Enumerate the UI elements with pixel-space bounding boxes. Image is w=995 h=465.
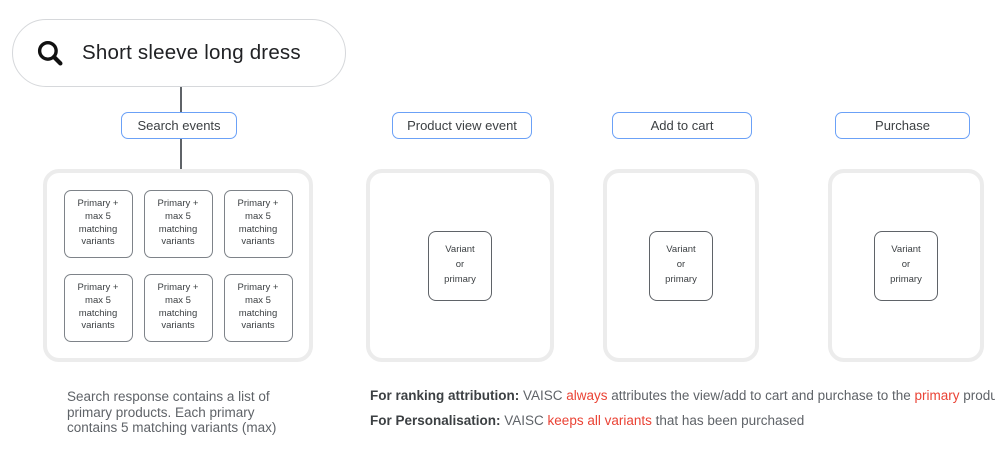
variant-or-primary-box-cart: Variant or primary bbox=[649, 230, 713, 301]
ranking-note-highlight-1: always bbox=[566, 388, 608, 403]
search-response-caption: Search response contains a list of prima… bbox=[67, 389, 277, 435]
personalisation-note: For Personalisation: VAISC keeps all var… bbox=[370, 413, 995, 429]
product-view-container: Variant or primary bbox=[366, 169, 554, 362]
primary-variants-box-1: Primary + max 5 matching variants bbox=[63, 189, 133, 258]
ranking-attribution-note: For ranking attribution: VAISC always at… bbox=[370, 388, 995, 404]
primary-variants-box-5: Primary + max 5 matching variants bbox=[143, 273, 213, 342]
primary-variants-box-2: Primary + max 5 matching variants bbox=[143, 189, 213, 258]
primary-variants-box-3: Primary + max 5 matching variants bbox=[223, 189, 293, 258]
add-to-cart-container: Variant or primary bbox=[603, 169, 759, 362]
product-view-event-button[interactable]: Product view event bbox=[392, 112, 532, 139]
ranking-note-text-2: attributes the view/add to cart and purc… bbox=[607, 388, 915, 403]
personalisation-note-text-2: that has been purchased bbox=[651, 413, 805, 428]
personalisation-note-highlight: keeps all variants bbox=[547, 413, 652, 428]
ranking-note-label: For ranking attribution: bbox=[370, 388, 520, 403]
variant-or-primary-box-view: Variant or primary bbox=[428, 230, 492, 301]
purchase-button[interactable]: Purchase bbox=[835, 112, 970, 139]
variant-or-primary-box-purchase: Variant or primary bbox=[874, 230, 938, 301]
purchase-container: Variant or primary bbox=[828, 169, 984, 362]
search-events-button[interactable]: Search events bbox=[121, 112, 237, 139]
ranking-note-text-1: VAISC bbox=[519, 388, 567, 403]
personalisation-note-text-1: VAISC bbox=[500, 413, 548, 428]
attribution-notes: For ranking attribution: VAISC always at… bbox=[370, 388, 995, 438]
search-query-text: Short sleeve long dress bbox=[82, 41, 301, 64]
personalisation-note-label: For Personalisation: bbox=[370, 413, 501, 428]
primary-variants-box-6: Primary + max 5 matching variants bbox=[223, 273, 293, 342]
add-to-cart-button[interactable]: Add to cart bbox=[612, 112, 752, 139]
ranking-note-highlight-2: primary bbox=[914, 388, 960, 403]
search-icon bbox=[37, 40, 63, 66]
primary-variants-box-4: Primary + max 5 matching variants bbox=[63, 273, 133, 342]
ranking-note-text-3: product. bbox=[963, 388, 995, 403]
search-input[interactable]: Short sleeve long dress bbox=[12, 19, 346, 87]
search-results-container: Primary + max 5 matching variants Primar… bbox=[43, 169, 313, 362]
